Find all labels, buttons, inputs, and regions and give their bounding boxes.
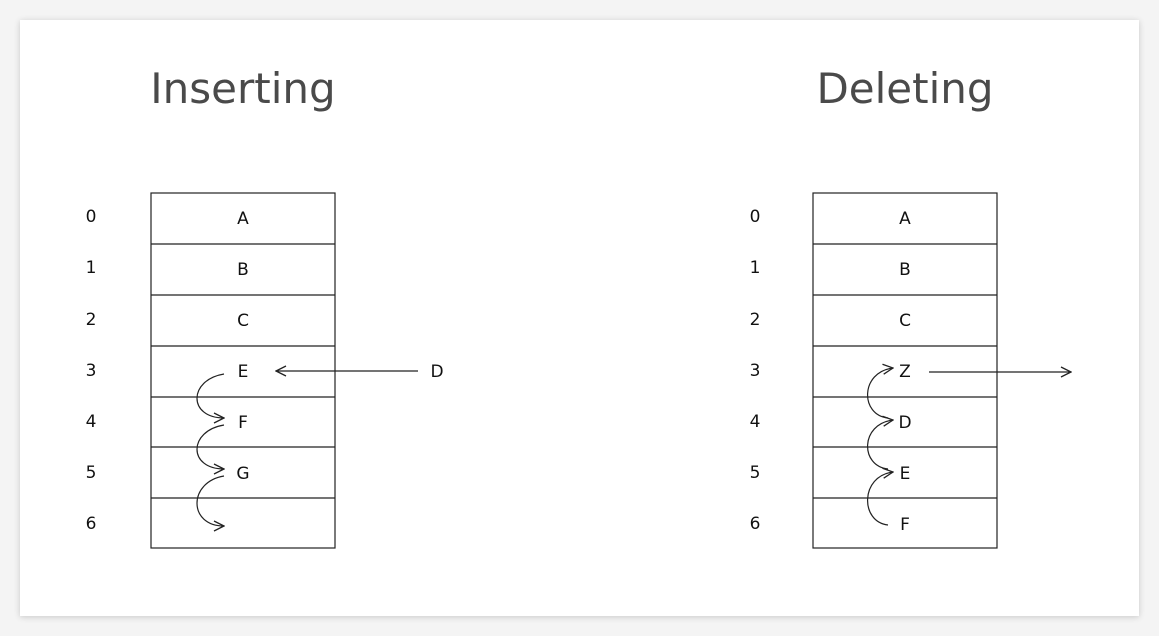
index-label: 3: [86, 361, 97, 381]
cell-value: B: [237, 260, 249, 280]
cell-value: A: [237, 209, 249, 229]
cell-value: G: [236, 464, 249, 484]
inserting-array: 0 1 2 3 4 5 6 A B C E F G D: [86, 192, 444, 549]
cell-value: F: [900, 515, 910, 535]
diagram-card: [20, 20, 1139, 616]
index-label: 4: [86, 412, 97, 432]
shift-up-arrow: [867, 472, 893, 526]
shift-down-arrow: [196, 373, 224, 418]
index-label: 1: [86, 258, 97, 278]
incoming-element-label: D: [430, 362, 443, 382]
index-label: 1: [750, 258, 761, 278]
index-label: 6: [86, 514, 97, 534]
cell-value: Z: [899, 362, 911, 382]
deleting-array-border: [812, 192, 998, 549]
inserting-title: Inserting: [150, 64, 335, 113]
index-label: 3: [750, 361, 761, 381]
shift-down-arrow: [196, 475, 224, 526]
index-label: 4: [750, 412, 761, 432]
index-label: 6: [750, 514, 761, 534]
index-label: 5: [750, 463, 761, 483]
index-label: 0: [86, 207, 97, 227]
index-label: 0: [750, 207, 761, 227]
cell-value: E: [900, 464, 911, 484]
index-label: 2: [750, 310, 761, 330]
cell-value: E: [238, 362, 249, 382]
cell-value: D: [898, 413, 911, 433]
cell-value: A: [899, 209, 911, 229]
shift-down-arrow: [196, 424, 224, 469]
cell-value: F: [238, 413, 248, 433]
cell-value: B: [899, 260, 911, 280]
cell-value: C: [237, 311, 249, 331]
deleting-title: Deleting: [816, 64, 993, 113]
index-label: 5: [86, 463, 97, 483]
index-label: 2: [86, 310, 97, 330]
shift-up-arrow: [867, 420, 893, 470]
shift-up-arrow: [867, 368, 893, 419]
cell-value: C: [899, 311, 911, 331]
deleting-array: 0 1 2 3 4 5 6 A B C Z D E F: [750, 192, 1071, 549]
